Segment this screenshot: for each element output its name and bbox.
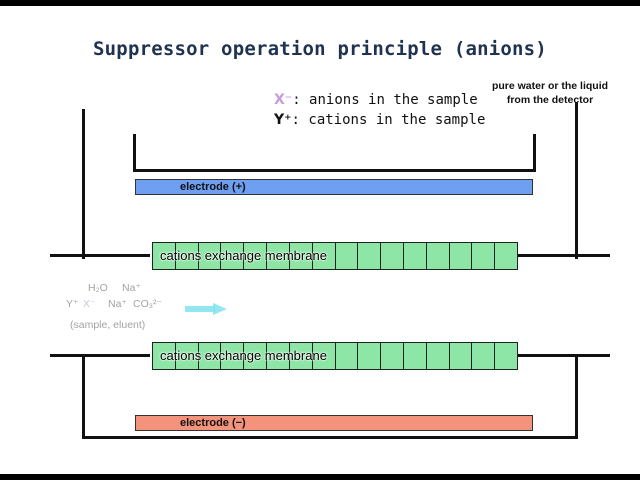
lower-wall-bottom: [82, 436, 578, 439]
inner-channel-right: [533, 134, 536, 172]
membrane-cell: [358, 343, 382, 369]
membrane-cell: [358, 243, 382, 269]
membrane-cell: [427, 343, 450, 369]
membrane-cell: [336, 243, 359, 269]
membrane-bottom-label: cations exchange membrane: [160, 348, 327, 363]
outlet-label: pure water or the liquid from the detect…: [486, 79, 614, 107]
upper-line-right: [518, 254, 610, 257]
membrane-cell: [221, 343, 245, 369]
membrane-cell: [244, 343, 268, 369]
membrane-top-cells: [153, 243, 517, 269]
membrane-cell: [267, 343, 290, 369]
lower-wall-right: [575, 357, 578, 439]
membrane-cell: [176, 243, 199, 269]
membrane-cell: [450, 243, 473, 269]
membrane-cell: [381, 243, 404, 269]
membrane-cell: [313, 243, 336, 269]
membrane-cell: [472, 343, 496, 369]
outlet-label-line1: pure water or the liquid: [491, 80, 609, 92]
flow-arrow-icon: [185, 303, 227, 315]
outer-wall-right: [575, 102, 578, 259]
slide: Suppressor operation principle (anions) …: [0, 6, 640, 474]
membrane-cell: [472, 243, 496, 269]
lower-line-right: [518, 354, 610, 357]
sample-eluent-caption: (sample, eluent): [70, 319, 146, 331]
inner-channel-left: [133, 134, 136, 172]
membrane-cell: [199, 343, 222, 369]
anion-sample-label: X⁻: [83, 298, 96, 310]
legend-cations: Y⁺: cations in the sample: [274, 112, 485, 128]
cation-sample-label: Y⁺: [66, 298, 79, 310]
membrane-cell: [313, 343, 336, 369]
membrane-cell: [244, 243, 268, 269]
membrane-cell: [199, 243, 222, 269]
upper-line-left: [50, 254, 150, 257]
legend-anions: X⁻: anions in the sample: [274, 92, 478, 108]
electrode-negative-label: electrode (−): [180, 417, 246, 429]
membrane-cell: [495, 243, 517, 269]
membrane-cell: [404, 343, 427, 369]
inner-channel-bottom: [133, 169, 536, 172]
membrane-cell: [153, 243, 176, 269]
cation-legend-text: : cations in the sample: [291, 112, 486, 128]
membrane-cell: [427, 243, 450, 269]
membrane-cell: [381, 343, 404, 369]
anion-symbol: X⁻: [274, 92, 293, 108]
membrane-bottom-cells: [153, 343, 517, 369]
membrane-cell: [176, 343, 199, 369]
water-label: H₂O: [88, 282, 108, 294]
membrane-cell: [290, 243, 313, 269]
lower-line-left: [50, 354, 150, 357]
outlet-label-line2: from the detector: [506, 94, 594, 106]
lower-wall-left: [82, 357, 85, 439]
anion-legend-text: : anions in the sample: [292, 92, 478, 108]
electrode-positive-label: electrode (+): [180, 181, 246, 193]
membrane-cell: [267, 243, 290, 269]
membrane-cell: [495, 343, 517, 369]
sodium-label-mid: Na⁺: [108, 298, 127, 310]
outer-wall-left: [82, 109, 85, 259]
membrane-cell: [153, 343, 176, 369]
electrode-positive: electrode (+): [135, 179, 533, 195]
membrane-cell: [404, 243, 427, 269]
membrane-cell: [290, 343, 313, 369]
membrane-top: cations exchange membrane: [152, 242, 518, 270]
sodium-label-top: Na⁺: [122, 282, 141, 294]
electrode-negative: electrode (−): [135, 415, 533, 431]
membrane-bottom: cations exchange membrane: [152, 342, 518, 370]
membrane-top-label: cations exchange membrane: [160, 248, 327, 263]
membrane-cell: [221, 243, 245, 269]
cation-symbol: Y⁺: [274, 112, 292, 128]
membrane-cell: [336, 343, 359, 369]
membrane-cell: [450, 343, 473, 369]
carbonate-label: CO₃²⁻: [133, 298, 163, 310]
slide-title: Suppressor operation principle (anions): [93, 38, 547, 60]
